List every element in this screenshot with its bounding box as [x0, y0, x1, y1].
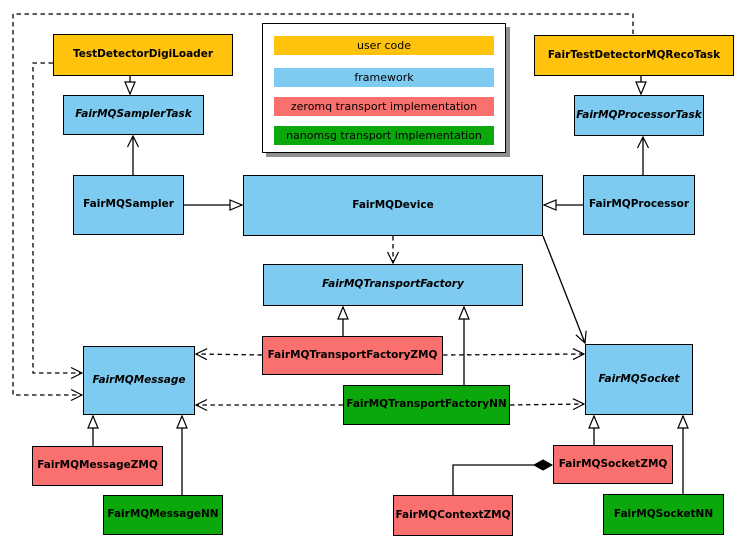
edge-transportfactorynn-to-socket-dependency	[509, 404, 584, 405]
node-fairmqmessagezmq: FairMQMessageZMQ	[32, 446, 163, 486]
node-fairmqsocketnn: FairMQSocketNN	[603, 494, 724, 535]
legend-item-zeromq: zeromq transport implementation	[274, 97, 494, 116]
legend-item-user-code: user code	[274, 36, 494, 55]
legend-item-framework: framework	[274, 68, 494, 87]
edge-contextzmq-to-socketzmq-composition	[452, 465, 552, 495]
node-fairmqmessagenn: FairMQMessageNN	[103, 495, 223, 535]
node-fairmqprocessortask: FairMQProcessorTask	[574, 95, 704, 136]
node-fairmqsocketzmq: FairMQSocketZMQ	[553, 445, 673, 484]
legend-item-nanomsg: nanomsg transport implementation	[274, 126, 494, 145]
node-fairmqsampler: FairMQSampler	[73, 175, 184, 235]
node-fairtestdetectormqrecotask: FairTestDetectorMQRecoTask	[534, 35, 734, 76]
node-testdetectordigiloader: TestDetectorDigiLoader	[53, 34, 233, 76]
node-fairmqdevice: FairMQDevice	[243, 175, 543, 236]
node-fairmqtransportfactory: FairMQTransportFactory	[263, 264, 523, 306]
node-fairmqtransportfactoryzmq: FairMQTransportFactoryZMQ	[262, 336, 443, 375]
edge-transportfactoryzmq-to-message-dependency	[196, 354, 263, 355]
edge-device-to-socket-association	[542, 235, 585, 343]
node-fairmqcontextzmq: FairMQContextZMQ	[393, 495, 513, 536]
node-fairmqsocket: FairMQSocket	[585, 344, 693, 415]
node-fairmqsamplertask: FairMQSamplerTask	[63, 95, 204, 135]
edge-transportfactoryzmq-to-socket-dependency	[442, 354, 584, 355]
node-fairmqmessage: FairMQMessage	[83, 346, 195, 415]
node-fairmqprocessor: FairMQProcessor	[583, 175, 695, 235]
node-fairmqtransportfactorynn: FairMQTransportFactoryNN	[343, 385, 510, 425]
legend-box: user code framework zeromq transport imp…	[262, 23, 506, 153]
